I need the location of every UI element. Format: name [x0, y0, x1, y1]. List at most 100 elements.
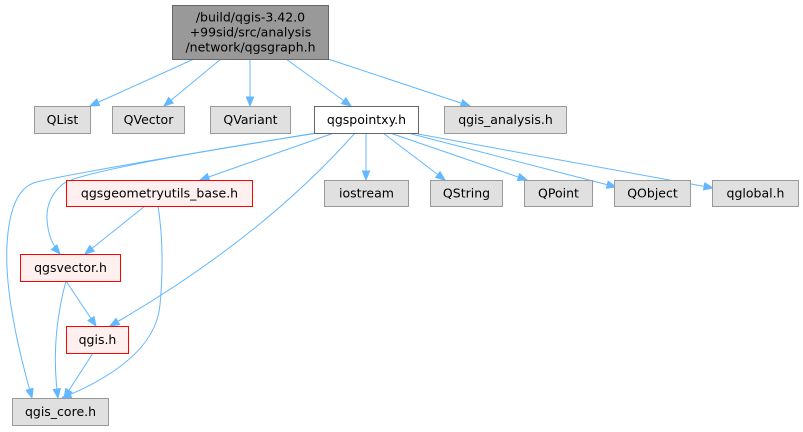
- node-box: [524, 180, 593, 207]
- edge-line: [109, 132, 356, 327]
- arrowhead-icon: [63, 387, 73, 400]
- node-label: qgsgeometryutils_base.h: [81, 186, 238, 201]
- node-qpoint[interactable]: QPoint: [524, 180, 593, 207]
- node-label: qgspointxy.h: [327, 112, 406, 127]
- edge-line: [327, 58, 471, 107]
- node-qgis-core[interactable]: qgis_core.h: [12, 398, 109, 426]
- node-qgspointxy[interactable]: qgspointxy.h: [314, 106, 419, 134]
- edge-line: [199, 132, 335, 181]
- edge-line: [285, 58, 352, 107]
- node-qlist[interactable]: QList: [34, 106, 91, 134]
- node-box: [66, 326, 129, 354]
- edge-line: [407, 132, 617, 188]
- node-box: [66, 180, 253, 207]
- node-box: [444, 106, 567, 134]
- node-label: iostream: [339, 186, 394, 201]
- arrowhead-icon: [162, 96, 175, 107]
- edge-qgsvector-to-qgis_core: [52, 280, 67, 400]
- arrowhead-icon: [340, 96, 353, 107]
- node-qobject[interactable]: QObject: [614, 180, 691, 207]
- node-label: QString: [443, 186, 490, 201]
- edge-line: [6, 132, 317, 399]
- arrowhead-icon: [245, 96, 255, 108]
- node-box: [430, 180, 503, 207]
- node-box: [712, 180, 799, 207]
- node-label: QObject: [627, 186, 678, 201]
- edge-line: [84, 205, 146, 255]
- edge-qgspointxy-to-qobject: [407, 132, 618, 189]
- arrowhead-icon: [605, 180, 618, 189]
- node-qgis[interactable]: qgis.h: [66, 326, 129, 354]
- edge-line: [61, 205, 163, 399]
- edge-line: [163, 58, 222, 107]
- node-label: qglobal.h: [727, 186, 785, 201]
- node-box: [20, 254, 121, 282]
- edge-qgsvector-to-qgis: [65, 280, 97, 328]
- node-qvector[interactable]: QVector: [112, 106, 185, 134]
- edges-layer: [6, 58, 715, 400]
- node-qvariant[interactable]: QVariant: [210, 106, 291, 134]
- node-label: QPoint: [538, 186, 579, 201]
- edge-qgspointxy-to-qglobal: [417, 133, 715, 191]
- node-label: +99sid/src/analysis: [190, 25, 312, 40]
- arrowhead-icon: [361, 170, 371, 182]
- edge-line: [89, 58, 195, 107]
- node-box: [614, 180, 691, 207]
- node-box: [314, 106, 419, 134]
- node-box: [210, 106, 291, 134]
- node-box: [172, 5, 329, 60]
- edge-qgsgeometryutils_base-to-qgis_core: [60, 205, 163, 399]
- node-qgsgeometryutils-base[interactable]: qgsgeometryutils_base.h: [66, 180, 253, 207]
- node-label: /build/qgis-3.42.0: [196, 10, 305, 25]
- node-qstring[interactable]: QString: [430, 180, 503, 207]
- nodes-layer: /build/qgis-3.42.0+99sid/src/analysis/ne…: [12, 5, 799, 426]
- arrowhead-icon: [516, 172, 529, 182]
- node-label: qgis_core.h: [25, 404, 96, 419]
- node-box: [12, 398, 109, 426]
- edge-line: [417, 133, 714, 189]
- edge-qgsgeometryutils_base-to-qgsvector: [83, 205, 146, 255]
- node-label: QVariant: [223, 112, 277, 127]
- node-label: qgis_analysis.h: [458, 112, 553, 127]
- edge-qgspointxy-to-qpoint: [389, 132, 529, 182]
- arrowhead-icon: [87, 315, 97, 328]
- arrowhead-icon: [25, 387, 34, 400]
- edge-root-to-qlist: [88, 58, 195, 107]
- edge-root-to-qgspointxy: [285, 58, 353, 107]
- edge-qgspointxy-to-qgsgeometryutils_base: [198, 132, 335, 181]
- node-label: QVector: [124, 112, 175, 127]
- node-root: /build/qgis-3.42.0+99sid/src/analysis/ne…: [172, 5, 329, 60]
- edge-root-to-qvariant: [245, 59, 255, 108]
- node-qglobal[interactable]: qglobal.h: [712, 180, 799, 207]
- arrowhead-icon: [459, 98, 472, 108]
- node-box: [34, 106, 91, 134]
- arrowhead-icon: [108, 317, 121, 327]
- edge-line: [54, 280, 67, 399]
- node-box: [324, 180, 409, 207]
- node-label: QList: [47, 112, 79, 127]
- arrowhead-icon: [434, 170, 447, 181]
- arrowhead-icon: [50, 243, 61, 256]
- arrowhead-icon: [198, 172, 211, 181]
- arrowhead-icon: [88, 98, 101, 107]
- arrowhead-icon: [702, 182, 715, 191]
- node-label: /network/qgsgraph.h: [185, 40, 315, 55]
- node-label: qgsvector.h: [34, 260, 107, 275]
- edge-line: [382, 132, 446, 181]
- edge-root-to-qgis_analysis: [327, 58, 472, 108]
- edge-qgspointxy-to-qgis: [108, 132, 356, 327]
- edge-qgspointxy-to-iostream: [361, 133, 371, 182]
- edge-qgspointxy-to-qstring: [382, 132, 447, 181]
- node-box: [112, 106, 185, 134]
- node-qgis-analysis[interactable]: qgis_analysis.h: [444, 106, 567, 134]
- node-qgsvector[interactable]: qgsvector.h: [20, 254, 121, 282]
- edge-qgis-to-qgis_core: [63, 352, 94, 400]
- edge-root-to-qvector: [162, 58, 222, 107]
- node-label: qgis.h: [79, 332, 117, 347]
- node-iostream[interactable]: iostream: [324, 180, 409, 207]
- arrowhead-icon: [83, 244, 96, 255]
- edge-line: [389, 132, 528, 181]
- edge-qgspointxy-to-qgis_core: [6, 132, 317, 400]
- arrowhead-icon: [52, 387, 61, 400]
